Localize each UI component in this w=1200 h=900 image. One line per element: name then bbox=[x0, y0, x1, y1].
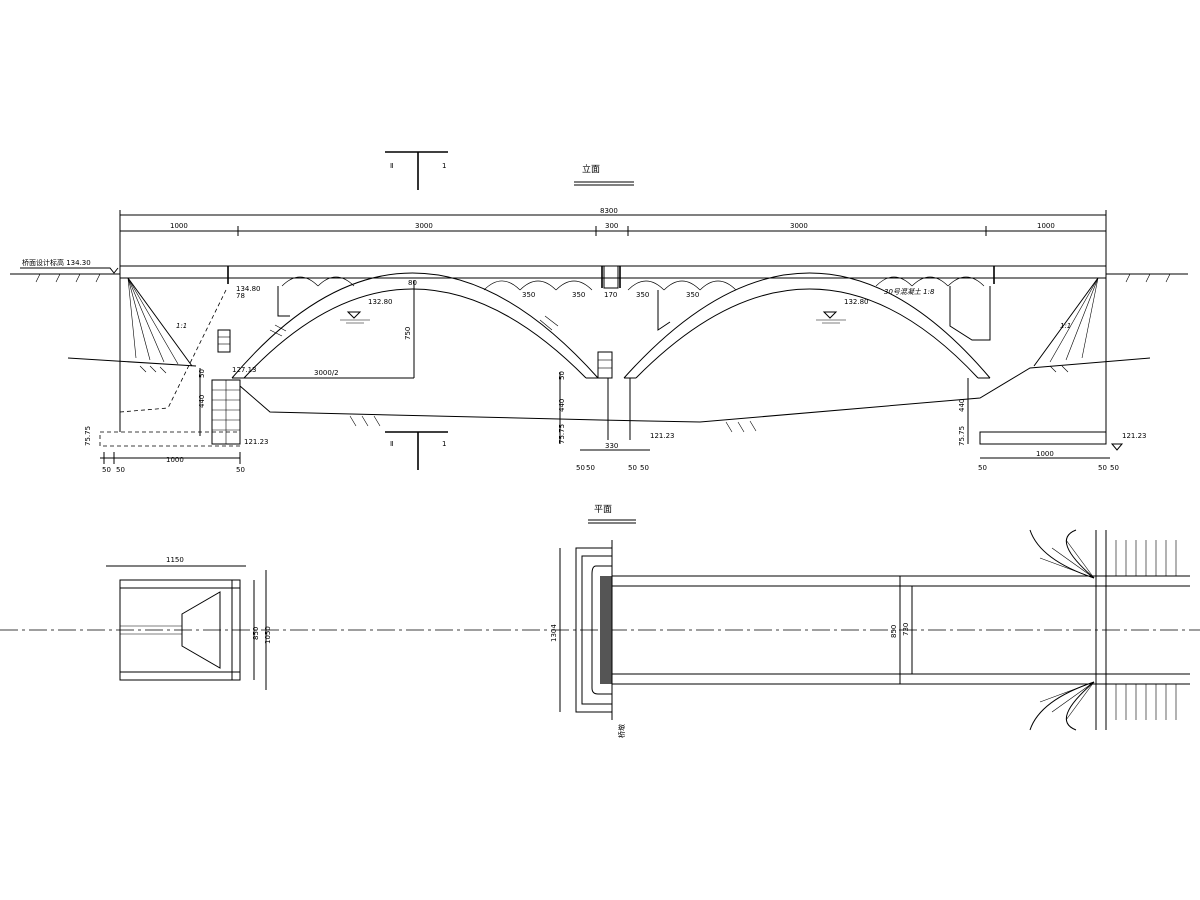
abut-length-label: 1150 bbox=[166, 556, 184, 564]
water-levels: 132.80 132.80 bbox=[340, 298, 869, 324]
small-arch-span-1: 350 bbox=[522, 291, 535, 299]
spring-elev: 127.13 bbox=[232, 366, 257, 374]
deck-plan: 1304 850 730 桥墩 bbox=[550, 529, 1190, 738]
base-elev-right: 121.23 bbox=[1122, 432, 1147, 440]
abutment-plan: 1150 850 1050 bbox=[106, 556, 272, 690]
left-footing-depth: 75.75 bbox=[84, 426, 92, 446]
elevation-title: 立面 bbox=[574, 163, 634, 186]
center-footing-edge4: 50 bbox=[640, 464, 649, 472]
spandrel-arches: 350 350 350 350 170 78 80 134.80 30号混凝土 … bbox=[236, 276, 985, 300]
pier-footing: 75.75 bbox=[558, 424, 566, 444]
slope-right: 1:1 bbox=[1060, 322, 1071, 330]
small-arch-span-3: 350 bbox=[636, 291, 649, 299]
abut-width-label: 850 bbox=[252, 627, 260, 640]
water-level-right: 132.80 bbox=[844, 298, 869, 306]
span-dim-2: 3000 bbox=[415, 222, 433, 230]
half-span-label: 3000/2 bbox=[314, 369, 339, 377]
span-dim-3: 300 bbox=[605, 222, 618, 230]
left-footing-edge3: 50 bbox=[236, 466, 245, 474]
ground-profile bbox=[67, 357, 1151, 433]
elevation-title-text: 立面 bbox=[582, 163, 600, 175]
left-footing-edge2: 50 bbox=[116, 466, 125, 474]
svg-text:Ⅱ: Ⅱ bbox=[390, 440, 393, 448]
section-mark-top: Ⅱ 1 bbox=[385, 151, 448, 190]
main-arch-left bbox=[231, 272, 599, 379]
pier-cap-dim: 170 bbox=[604, 291, 617, 299]
section-mark-bottom-label: 1 bbox=[442, 440, 446, 448]
spandrel-walls bbox=[277, 286, 991, 341]
right-footing: 75.75 bbox=[958, 426, 966, 446]
center-footing-edge1: 50 bbox=[576, 464, 585, 472]
span-dim-5: 1000 bbox=[1037, 222, 1055, 230]
plan-title-text: 平面 bbox=[594, 504, 612, 515]
span-dim-1: 1000 bbox=[170, 222, 188, 230]
left-footing-width: 1000 bbox=[166, 456, 184, 464]
rise-dimension: 750 3000/2 bbox=[240, 280, 415, 379]
road-level-label: 桥面设计标高 134.30 bbox=[22, 258, 91, 267]
base-elev-left: 121.23 bbox=[244, 438, 269, 446]
footing-dims: 1000 50 50 50 75.75 1000 50 50 50 50 50 … bbox=[84, 426, 1119, 474]
deck-inner-label: 730 bbox=[902, 623, 910, 636]
right-pier-height: 440 bbox=[958, 399, 966, 412]
left-footing-edge1: 50 bbox=[102, 466, 111, 474]
overall-dimension: 8300 1000 3000 300 3000 1000 bbox=[119, 207, 1107, 272]
main-arch-right bbox=[623, 272, 991, 379]
base-elev-center: 121.23 bbox=[650, 432, 675, 440]
center-footing-edge2: 50 bbox=[586, 464, 595, 472]
section-mark-top-label: 1 bbox=[442, 162, 446, 170]
right-footing-edge3: 50 bbox=[1110, 464, 1119, 472]
section-mark-bottom: Ⅱ 1 bbox=[385, 431, 448, 470]
total-length-label: 8300 bbox=[600, 207, 618, 215]
small-arch-span-4: 350 bbox=[686, 291, 699, 299]
deck-total-label: 1304 bbox=[550, 624, 558, 642]
plan-title: 平面 bbox=[588, 504, 636, 524]
right-footing-edge2: 50 bbox=[1098, 464, 1107, 472]
pier-height: 440 bbox=[558, 399, 566, 412]
pier-top-dim: 50 bbox=[558, 371, 566, 380]
abut-total-label: 1050 bbox=[264, 626, 272, 644]
small-elev: 134.80 bbox=[236, 285, 261, 293]
small-dim-b: 80 bbox=[408, 279, 417, 287]
pier-note: 桥墩 bbox=[617, 724, 626, 738]
small-dim-a: 78 bbox=[236, 292, 245, 300]
center-pier: 440 75.75 50 121.23 330 bbox=[558, 265, 675, 451]
span-dim-4: 3000 bbox=[790, 222, 808, 230]
pier-width: 330 bbox=[605, 442, 618, 450]
right-footing-edge1: 50 bbox=[978, 464, 987, 472]
svg-text:Ⅱ: Ⅱ bbox=[390, 162, 393, 170]
left-abutment: 127.13 121.23 1:1 440 50 bbox=[119, 274, 269, 446]
deck: 桥面设计标高 134.30 bbox=[10, 258, 1188, 288]
deck-width-label: 850 bbox=[890, 625, 898, 638]
abut-height: 440 bbox=[198, 395, 206, 408]
right-abutment: 1:1 440 75.75 121.23 bbox=[958, 274, 1147, 451]
arch-note: 30号混凝土 1:8 bbox=[884, 288, 935, 296]
slope-left: 1:1 bbox=[176, 322, 187, 330]
water-level-left: 132.80 bbox=[368, 298, 393, 306]
small-arch-span-2: 350 bbox=[572, 291, 585, 299]
rise-label: 750 bbox=[404, 327, 412, 340]
center-footing-edge3: 50 bbox=[628, 464, 637, 472]
right-footing-width: 1000 bbox=[1036, 450, 1054, 458]
abut-top: 50 bbox=[198, 369, 206, 378]
